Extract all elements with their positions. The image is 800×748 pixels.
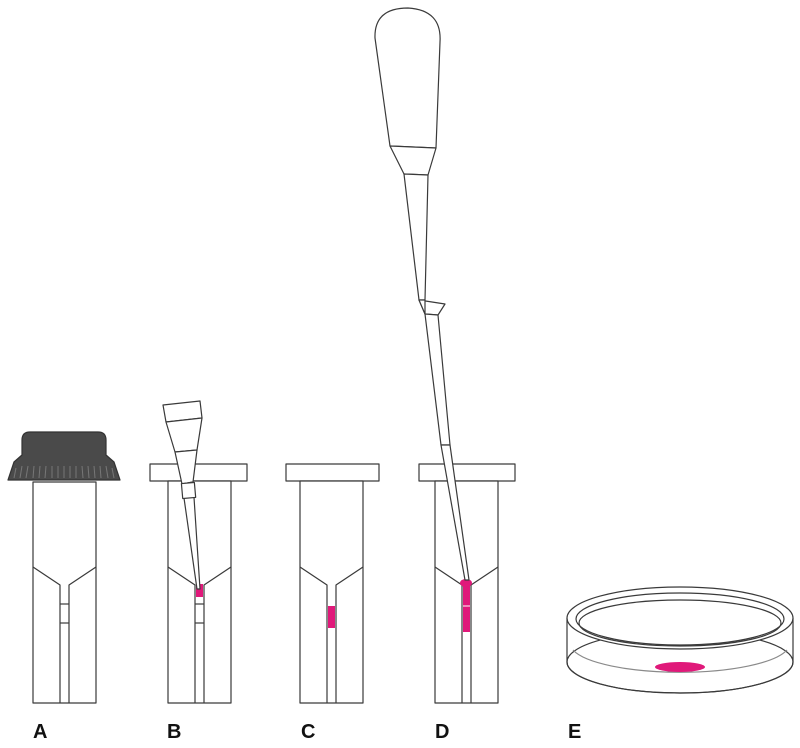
step-label-c: C	[301, 721, 316, 743]
sample-spot	[655, 662, 705, 672]
petri-dish-icon	[566, 586, 794, 694]
step-label-a: A	[33, 721, 48, 743]
tube-a	[32, 481, 97, 704]
tube-b	[149, 463, 248, 704]
step-label-e: E	[568, 721, 582, 743]
step-label-b: B	[167, 721, 182, 743]
sample-band-b	[196, 584, 203, 597]
sample-drop-icon	[460, 579, 472, 587]
micropipette-tip-icon	[162, 400, 203, 590]
sample-band-c	[328, 606, 335, 628]
transfer-pipette-icon	[374, 7, 470, 581]
sample-band-d	[463, 585, 470, 632]
step-label-d: D	[435, 721, 450, 743]
screw-cap-icon	[7, 431, 121, 481]
tube-c	[285, 463, 380, 704]
tube-d	[418, 463, 516, 704]
